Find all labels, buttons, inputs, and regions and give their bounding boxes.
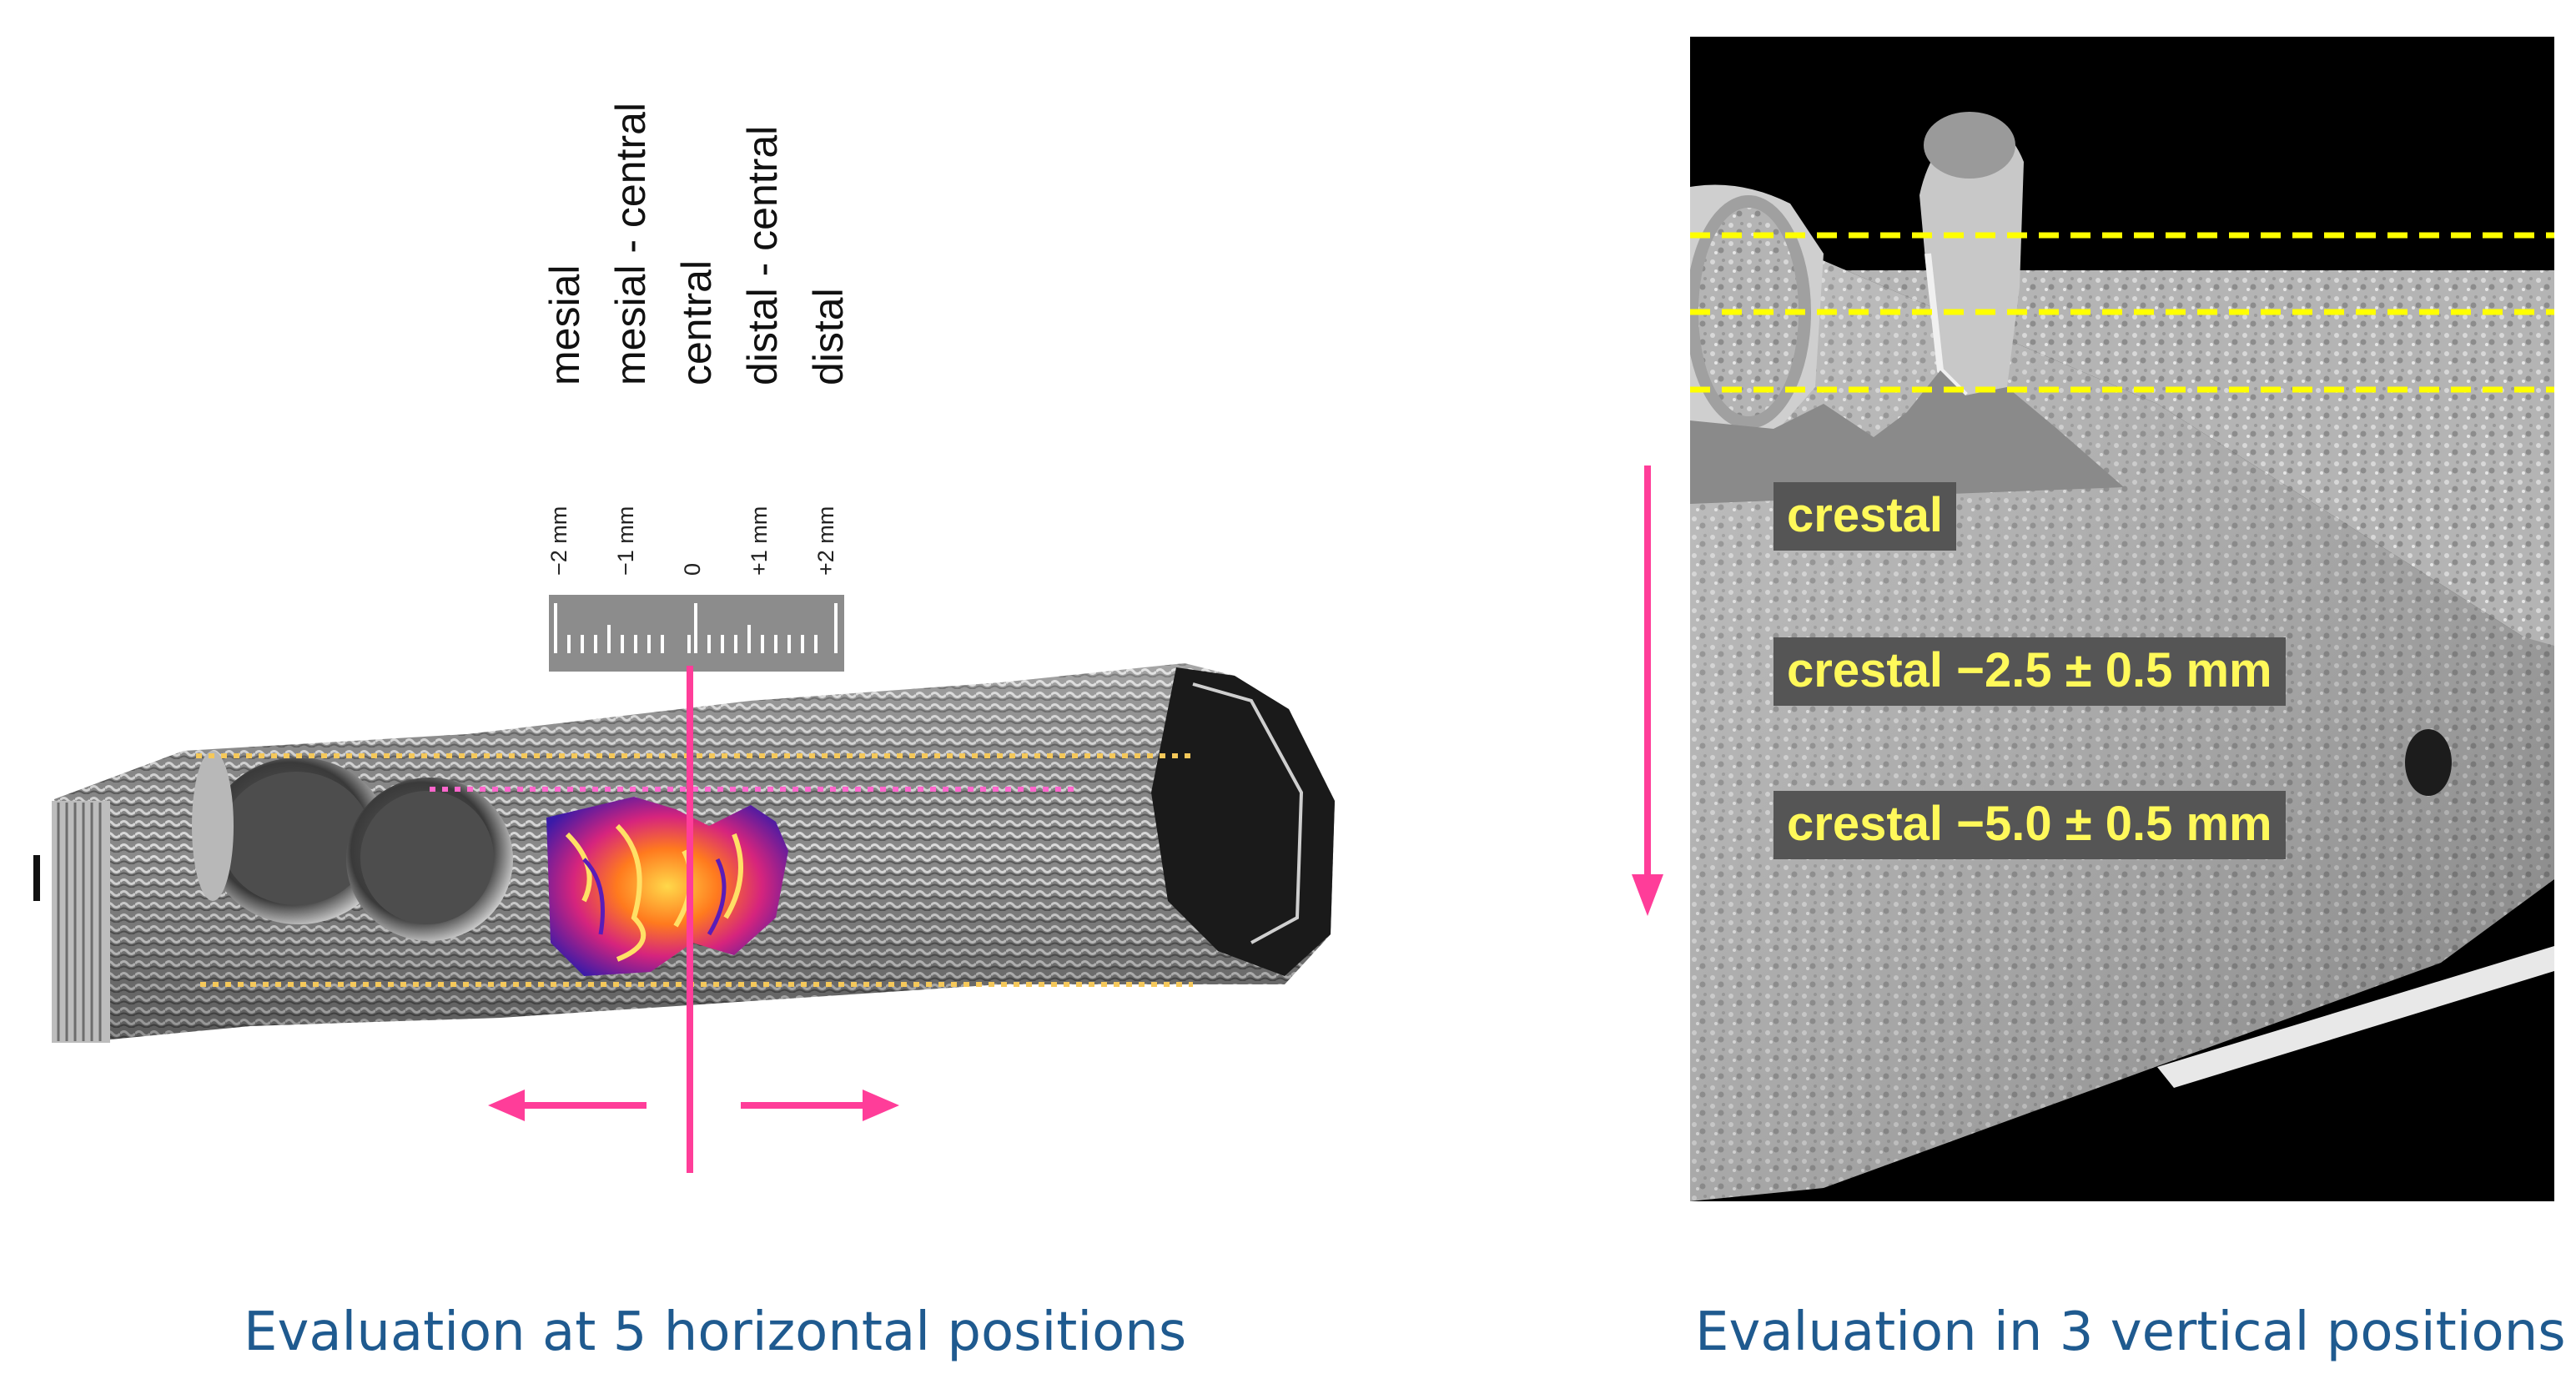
level-label-crestal: crestal: [1774, 482, 1957, 551]
arrow-left-icon: [488, 1090, 647, 1121]
arrow-right-icon: [741, 1090, 899, 1121]
mm-ruler: [549, 595, 844, 672]
label-distal-central: distal - central: [739, 125, 786, 385]
label-mesial: mesial: [541, 264, 588, 385]
bone-block-scan-image: [1690, 37, 2554, 1201]
tick-plus-1mm: +1 mm: [747, 506, 772, 576]
tick-minus-1mm: −1 mm: [613, 506, 638, 576]
label-distal: distal: [805, 288, 852, 385]
tick-plus-2mm: +2 mm: [813, 506, 838, 576]
arrow-down-icon: [1632, 466, 1663, 916]
tick-minus-2mm: −2 mm: [546, 506, 571, 576]
level-label-crestal-5-0: crestal −5.0 ± 0.5 mm: [1774, 791, 2286, 859]
label-mesial-central: mesial - central: [607, 103, 654, 385]
tick-zero: 0: [680, 562, 705, 576]
caption-vertical: Evaluation in 3 vertical positions: [1695, 1301, 2566, 1363]
specimen-scan-image: [33, 663, 1335, 1043]
level-label-crestal-2-5: crestal −2.5 ± 0.5 mm: [1774, 637, 2286, 706]
caption-horizontal: Evaluation at 5 horizontal positions: [244, 1301, 1187, 1363]
label-central: central: [673, 259, 720, 385]
central-position-line: [687, 666, 693, 1173]
